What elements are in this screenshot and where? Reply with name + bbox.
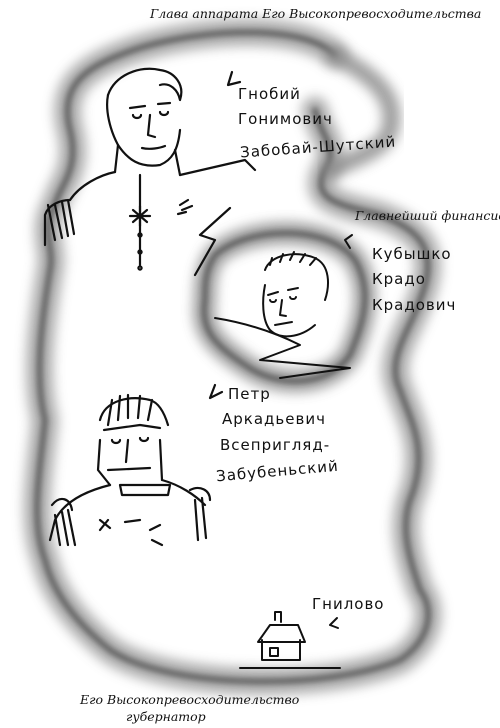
caption-chief-financier: Главнейший финансист [355,208,500,223]
name-governor-1: Петр [228,385,271,403]
name-governor-3: Всепригляд- [220,436,331,454]
village-name: Гнилово [312,595,385,613]
chief-of-staff-figure [43,67,257,277]
caption-governor-line2: губернатор [126,709,206,724]
name-financier-1: Кубышко [372,245,452,263]
caption-governor-line1: Его Высокопревосходительство [80,692,300,707]
governor-figure [48,383,224,547]
caption-chief-of-staff: Глава аппарата Его Высокопревосходительс… [150,6,482,21]
village-house [239,611,341,669]
name-chief-of-staff-2: Гонимович [238,110,333,128]
name-financier-2: Крадо [372,270,426,288]
smoke-frame [24,19,442,695]
name-governor-2: Аркадьевич [222,410,326,428]
financier-figure [214,234,353,379]
name-chief-of-staff-1: Гнобий [238,85,301,103]
name-financier-3: Крадович [372,296,457,314]
